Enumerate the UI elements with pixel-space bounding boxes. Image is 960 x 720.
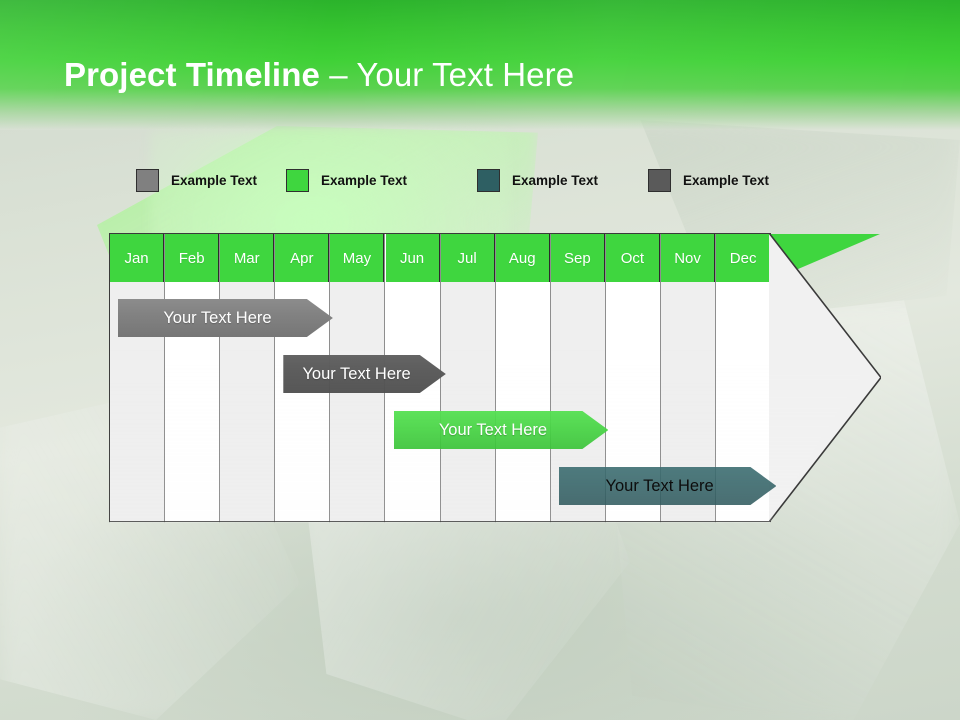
timeline-column-oct: Oct xyxy=(605,234,661,521)
legend-item-2: Example Text xyxy=(286,168,407,192)
task-bar-3[interactable]: Your Text Here xyxy=(394,411,609,449)
timeline-column-jul: Jul xyxy=(440,234,496,521)
month-header-oct[interactable]: Oct xyxy=(605,234,660,282)
title-band xyxy=(0,0,960,130)
legend-item-4: Example Text xyxy=(648,168,769,192)
month-header-dec[interactable]: Dec xyxy=(716,234,770,282)
task-bar-label: Your Text Here xyxy=(302,364,411,383)
task-bar-arrow-shape xyxy=(118,299,333,337)
month-header-feb[interactable]: Feb xyxy=(165,234,220,282)
timeline-column-jan: Jan xyxy=(110,234,166,521)
timeline-column-aug: Aug xyxy=(495,234,551,521)
dark-gray-swatch xyxy=(648,168,671,192)
month-header-jul[interactable]: Jul xyxy=(440,234,495,282)
page-title-light: – Your Text Here xyxy=(319,56,575,93)
legend-item-3: Example Text xyxy=(477,168,598,192)
gray-swatch xyxy=(136,168,159,192)
green-swatch xyxy=(286,168,309,192)
month-header-jun[interactable]: Jun xyxy=(385,234,440,282)
legend-label: Example Text xyxy=(321,172,408,188)
task-bar-label: Your Text Here xyxy=(605,476,714,495)
task-bar-1[interactable]: Your Text Here xyxy=(118,299,333,337)
task-bar-arrow-shape xyxy=(283,355,446,393)
page-title-strong: Project Timeline xyxy=(64,56,320,93)
month-header-aug[interactable]: Aug xyxy=(495,234,550,282)
task-bar-arrow-shape xyxy=(394,411,609,449)
timeline-column-dec: Dec xyxy=(716,234,770,521)
teal-swatch xyxy=(477,168,500,192)
legend-label: Example Text xyxy=(512,172,599,188)
task-bar-arrow-shape xyxy=(559,467,777,505)
month-header-may[interactable]: May xyxy=(330,234,385,282)
timeline-arrow-head xyxy=(769,233,881,522)
month-header-apr[interactable]: Apr xyxy=(275,234,330,282)
timeline-column-feb: Feb xyxy=(165,234,221,521)
month-header-jan[interactable]: Jan xyxy=(110,234,165,282)
task-bar-label: Your Text Here xyxy=(163,308,272,327)
task-bar-2[interactable]: Your Text Here xyxy=(283,355,446,393)
title-band-sheen xyxy=(0,0,960,130)
month-header-sep[interactable]: Sep xyxy=(550,234,605,282)
legend-item-1: Example Text xyxy=(136,168,257,192)
arrow-head-outline-icon xyxy=(769,233,881,522)
page-title: Project Timeline – Your Text Here xyxy=(64,58,574,91)
task-bar-label: Your Text Here xyxy=(438,420,548,439)
legend-label: Example Text xyxy=(683,172,770,188)
task-bar-4[interactable]: Your Text Here xyxy=(559,467,777,505)
month-header-nov[interactable]: Nov xyxy=(661,234,716,282)
timeline-column-mar: Mar xyxy=(220,234,276,521)
month-header-mar[interactable]: Mar xyxy=(220,234,275,282)
legend-label: Example Text xyxy=(171,172,258,188)
